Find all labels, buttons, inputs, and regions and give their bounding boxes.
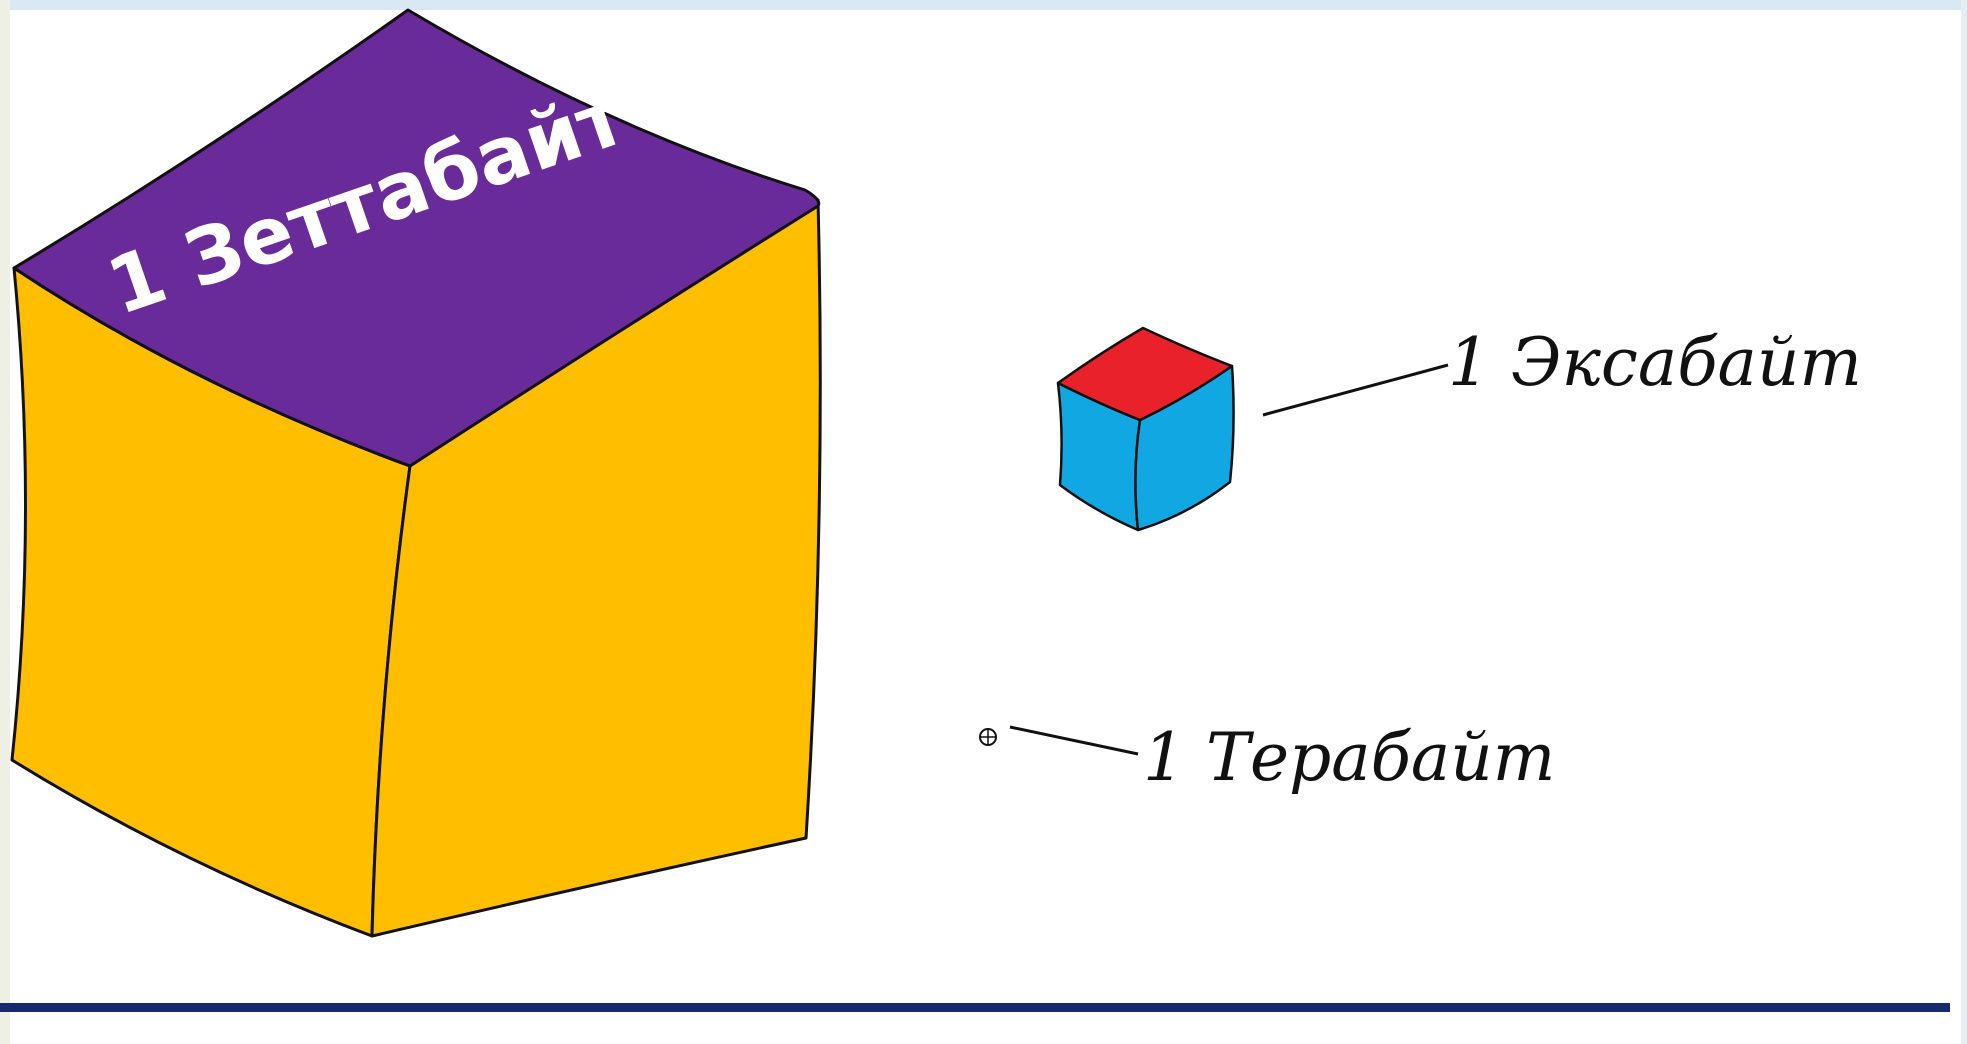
terabyte-leader-line <box>1009 725 1139 756</box>
exabyte-leader-line <box>1262 363 1449 417</box>
slide-bottom-rule <box>0 1003 1950 1012</box>
terabyte-label: 1 Терабайт <box>1143 719 1555 796</box>
zettabyte-cube: 1 Зеттабайт <box>10 8 822 938</box>
slide-frame-top <box>0 0 1967 10</box>
slide-frame-left <box>0 0 10 1044</box>
exabyte-cube <box>1056 326 1235 532</box>
zettabyte-cube-top-face <box>12 8 821 468</box>
exabyte-cube-top-face <box>1056 326 1234 422</box>
terabyte-cube <box>979 728 997 746</box>
exabyte-label: 1 Эксабайт <box>1448 324 1862 401</box>
slide-frame-right <box>1961 0 1967 1044</box>
